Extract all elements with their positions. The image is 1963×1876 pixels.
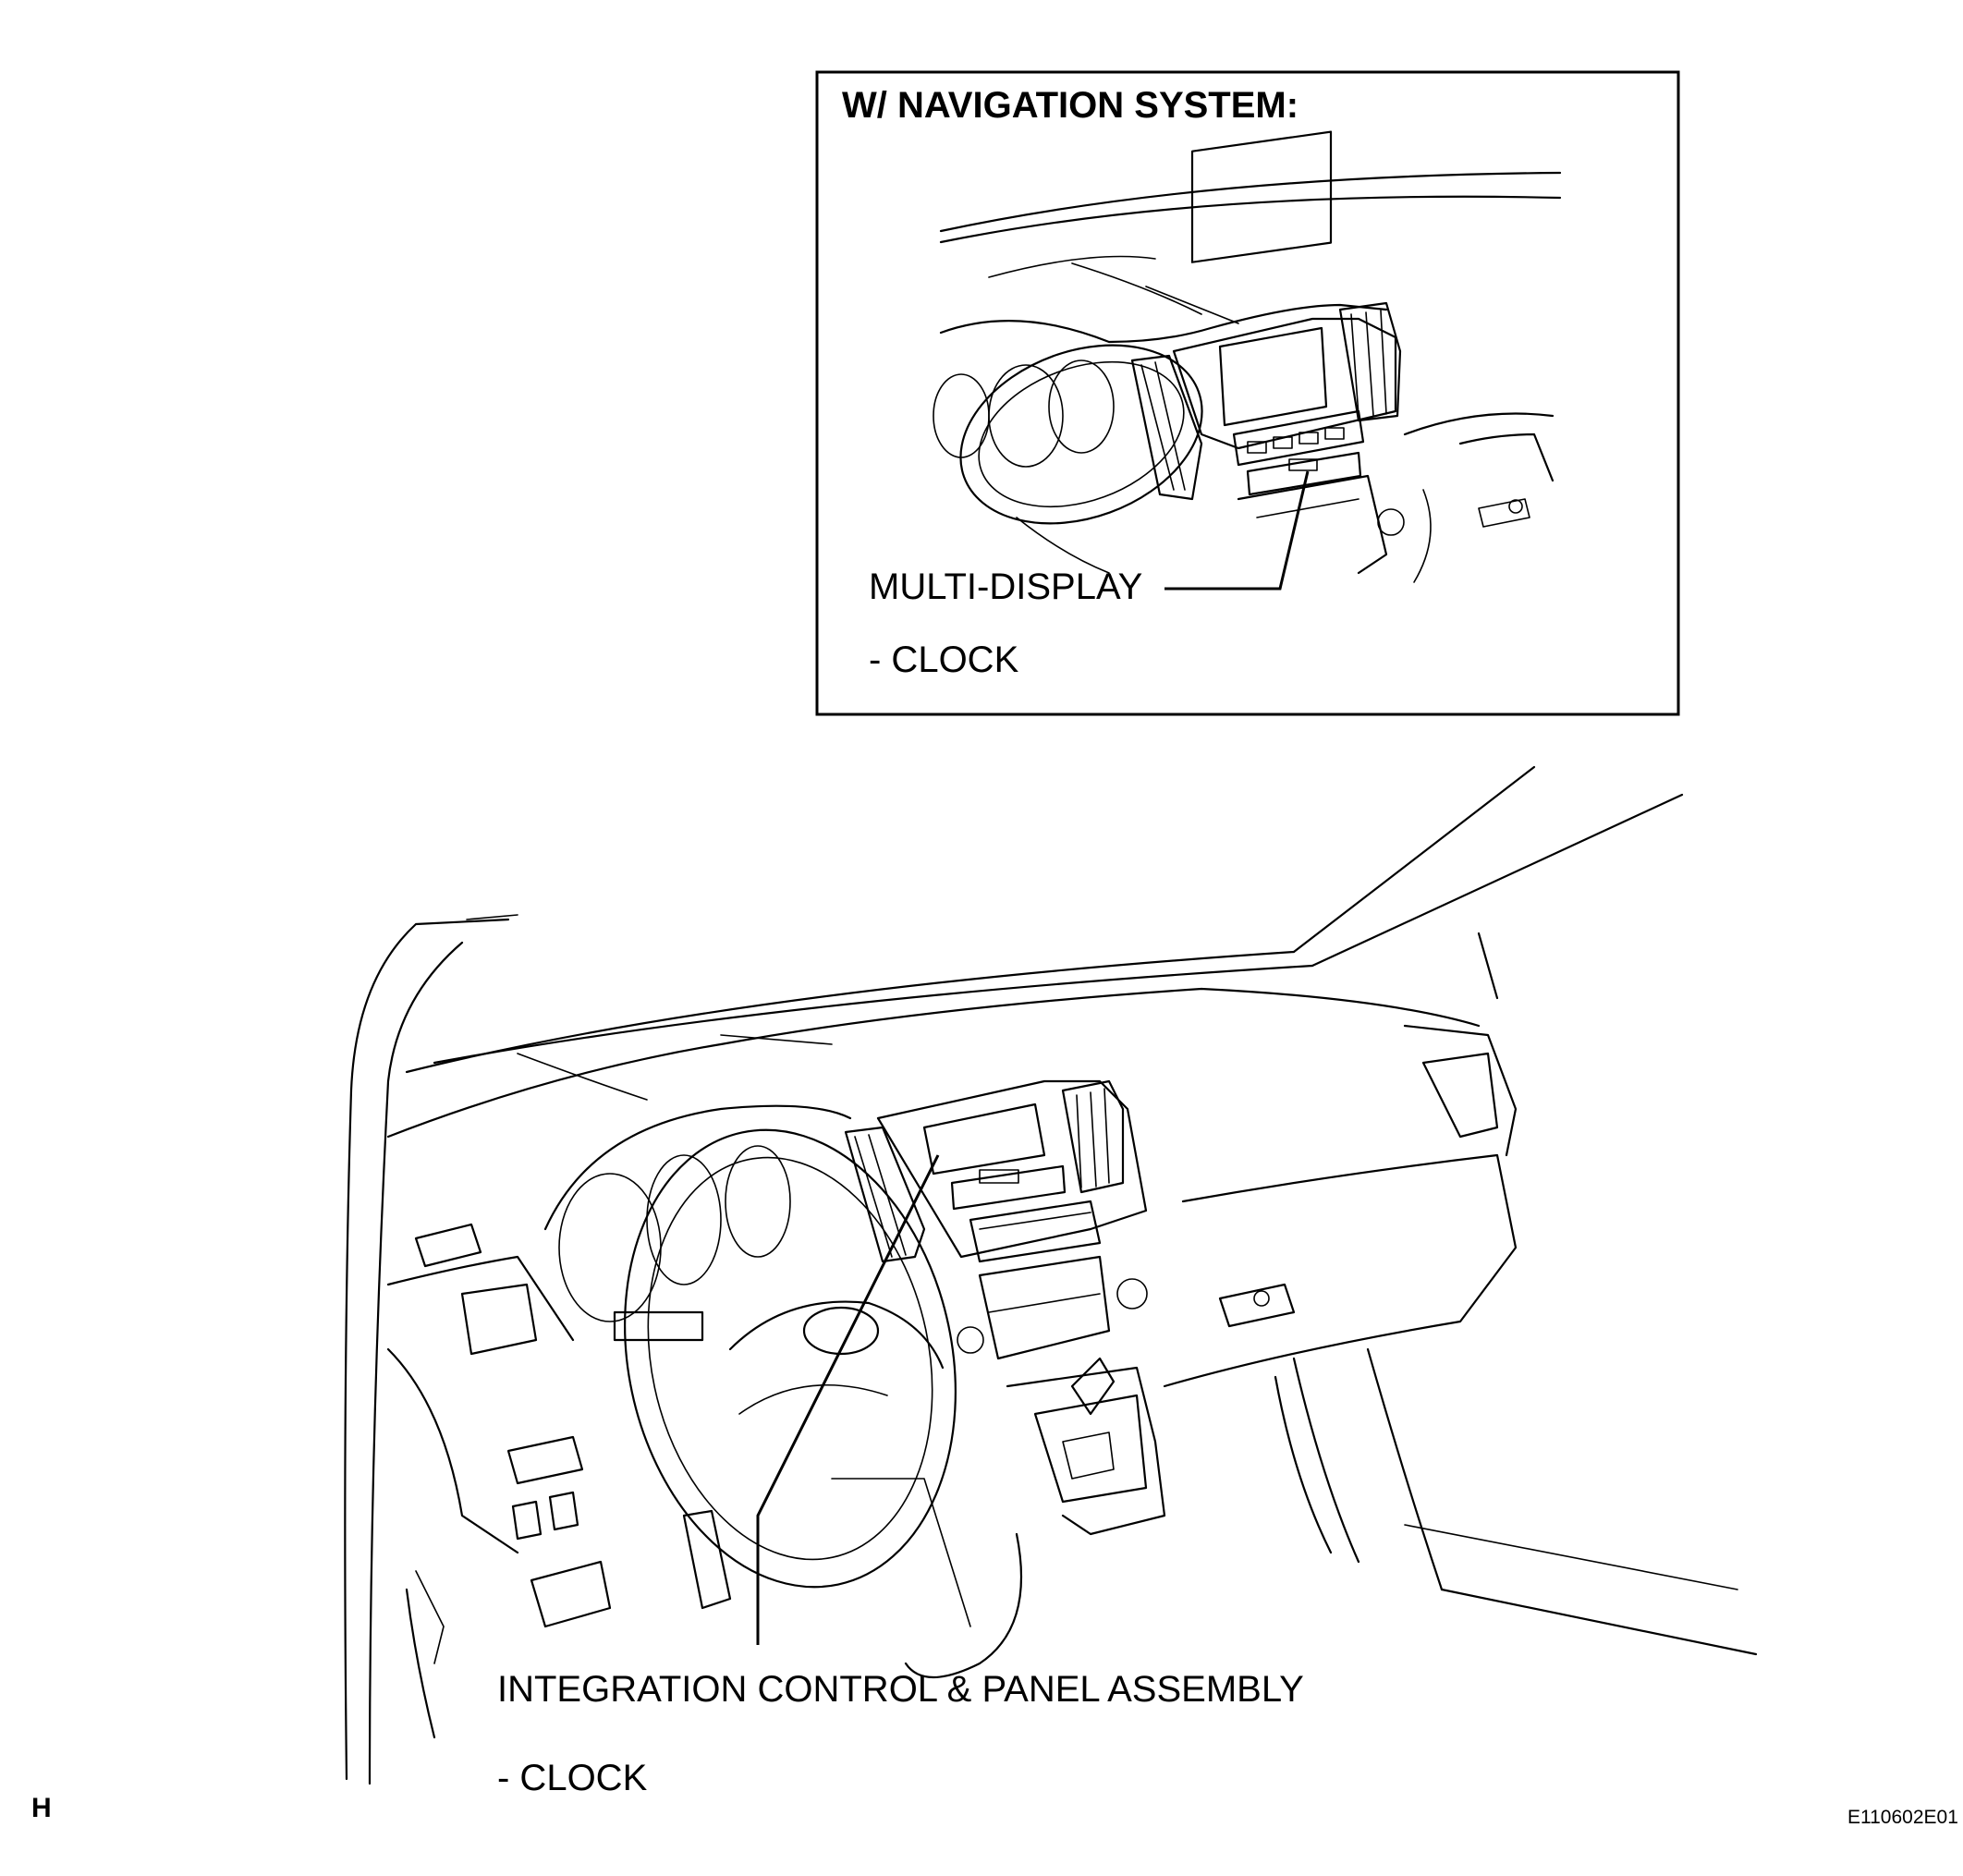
integration-control-label: INTEGRATION CONTROL & PANEL ASSEMBLY [497,1669,1304,1710]
inset-panel [815,70,1680,716]
inset-frame [815,70,1680,716]
inset-dashboard-drawing [933,130,1562,583]
figure-code: E110602E01 [1847,1807,1958,1828]
multi-display-clock-label: - CLOCK [869,640,1019,680]
main-dashboard-drawing [344,765,1758,1785]
multi-display-leader-line [1164,470,1310,591]
multi-display-label: MULTI-DISPLAY [869,566,1143,607]
inset-title: W/ NAVIGATION SYSTEM: [842,85,1299,126]
integration-control-clock-label: - CLOCK [497,1758,648,1798]
corner-letter: H [31,1793,52,1823]
integration-control-leader-line [756,1154,940,1645]
